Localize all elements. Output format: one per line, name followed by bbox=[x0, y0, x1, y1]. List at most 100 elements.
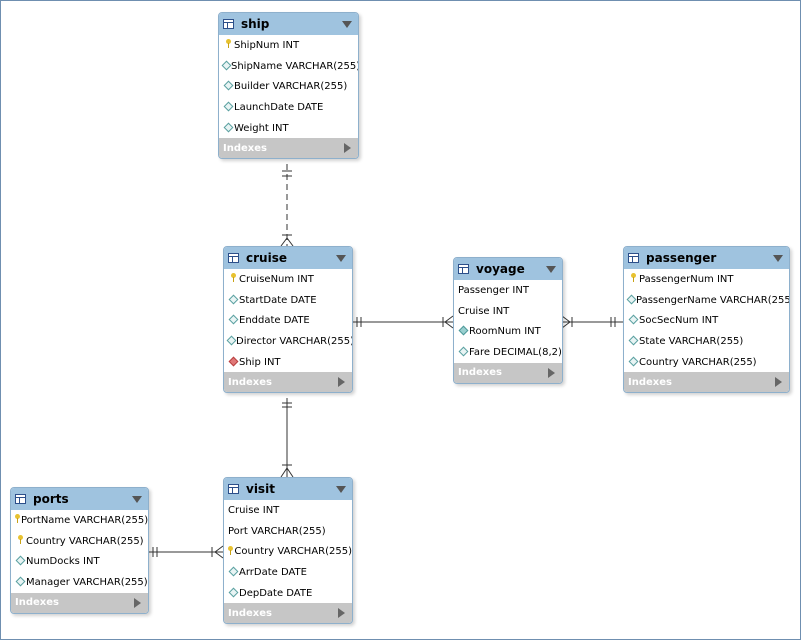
column-row[interactable]: Country VARCHAR(255) bbox=[11, 531, 148, 552]
column-row[interactable]: Port VARCHAR(255) bbox=[224, 521, 352, 542]
table-name: visit bbox=[246, 482, 275, 496]
column-row[interactable]: PassengerName VARCHAR(255) bbox=[624, 290, 789, 311]
column-label: ShipNum INT bbox=[234, 39, 300, 51]
column-label: Cruise INT bbox=[458, 305, 510, 317]
expand-indexes-icon[interactable] bbox=[344, 143, 351, 154]
column-row[interactable]: ArrDate DATE bbox=[224, 562, 352, 583]
column-diamond-icon bbox=[228, 314, 238, 326]
column-row[interactable]: Director VARCHAR(255) bbox=[224, 331, 352, 352]
indexes-label: Indexes bbox=[458, 367, 502, 379]
diamond-glyph bbox=[223, 80, 233, 91]
table-ports[interactable]: ports PortName VARCHAR(255) Country VARCH… bbox=[10, 487, 149, 614]
rel-cruise-visit-crowfoot bbox=[280, 467, 288, 478]
expand-indexes-icon[interactable] bbox=[548, 367, 555, 378]
collapse-arrow-icon[interactable] bbox=[336, 486, 346, 493]
diamond-glyph bbox=[228, 294, 238, 304]
column-label: Passenger INT bbox=[458, 284, 529, 296]
column-row[interactable]: Fare DECIMAL(8,2) bbox=[454, 342, 562, 363]
expand-indexes-icon[interactable] bbox=[775, 377, 782, 388]
table-ship[interactable]: ship ShipNum INT ShipName VARCHAR(255) Bui… bbox=[218, 12, 359, 160]
collapse-arrow-icon[interactable] bbox=[546, 266, 556, 273]
table-header[interactable]: cruise bbox=[224, 247, 352, 269]
table-header[interactable]: passenger bbox=[624, 247, 789, 269]
indexes-label: Indexes bbox=[223, 142, 267, 154]
column-diamond-icon bbox=[626, 294, 637, 306]
indexes-bar[interactable]: Indexes bbox=[219, 138, 358, 159]
expand-indexes-icon[interactable] bbox=[338, 377, 345, 388]
rel-cruise-voyage-crowfoot bbox=[444, 321, 454, 329]
column-row[interactable]: Country VARCHAR(255) bbox=[224, 541, 352, 562]
diamond-glyph bbox=[223, 122, 233, 133]
column-label: ArrDate DATE bbox=[239, 566, 307, 578]
column-diamond-icon bbox=[228, 294, 238, 306]
indexes-bar[interactable]: Indexes bbox=[224, 603, 352, 624]
rel-ship-cruise-crowfoot bbox=[286, 237, 294, 247]
indexes-bar[interactable]: Indexes bbox=[11, 592, 148, 613]
diamond-glyph bbox=[226, 335, 237, 346]
column-label: PortName VARCHAR(255) bbox=[21, 514, 149, 526]
indexes-label: Indexes bbox=[15, 597, 59, 609]
indexes-label: Indexes bbox=[228, 376, 272, 388]
table-icon bbox=[223, 19, 234, 29]
indexes-bar[interactable]: Indexes bbox=[624, 372, 789, 393]
table-header[interactable]: voyage bbox=[454, 258, 562, 280]
collapse-arrow-icon[interactable] bbox=[773, 255, 783, 262]
collapse-arrow-icon[interactable] bbox=[342, 21, 352, 28]
column-row[interactable]: Enddate DATE bbox=[224, 310, 352, 331]
table-header[interactable]: ports bbox=[11, 488, 148, 510]
column-diamond-icon bbox=[458, 346, 468, 358]
column-label: Fare DECIMAL(8,2) bbox=[469, 346, 562, 358]
column-label: State VARCHAR(255) bbox=[639, 335, 744, 347]
column-row[interactable]: ShipName VARCHAR(255) bbox=[219, 56, 358, 77]
column-label: CruiseNum INT bbox=[239, 273, 314, 285]
column-row[interactable]: StartDate DATE bbox=[224, 290, 352, 311]
column-label: DepDate DATE bbox=[239, 587, 313, 599]
diamond-glyph bbox=[15, 576, 25, 587]
column-row[interactable]: PortName VARCHAR(255) bbox=[11, 510, 148, 531]
column-row[interactable]: CruiseNum INT bbox=[224, 269, 352, 290]
column-diamond-icon bbox=[228, 587, 238, 599]
table-voyage[interactable]: voyage Passenger INT Cruise INT RoomNum IN… bbox=[453, 257, 563, 384]
column-row[interactable]: Cruise INT bbox=[454, 301, 562, 322]
collapse-arrow-icon[interactable] bbox=[132, 496, 142, 503]
diamond-glyph bbox=[228, 314, 238, 325]
column-row[interactable]: Manager VARCHAR(255) bbox=[11, 572, 148, 593]
key-glyph bbox=[225, 39, 231, 49]
primary-key-icon bbox=[628, 273, 638, 285]
column-label: Ship INT bbox=[239, 356, 281, 368]
column-diamond-icon bbox=[15, 555, 25, 567]
column-row[interactable]: ShipNum INT bbox=[219, 35, 358, 56]
column-label: PassengerName VARCHAR(255) bbox=[636, 294, 790, 306]
collapse-arrow-icon[interactable] bbox=[336, 255, 346, 262]
table-header[interactable]: visit bbox=[224, 478, 352, 500]
column-row[interactable]: PassengerNum INT bbox=[624, 269, 789, 290]
column-row[interactable]: Cruise INT bbox=[224, 500, 352, 521]
column-row[interactable]: DepDate DATE bbox=[224, 583, 352, 604]
diamond-glyph bbox=[228, 356, 238, 367]
table-header[interactable]: ship bbox=[219, 13, 358, 35]
column-label: SocSecNum INT bbox=[639, 315, 719, 327]
column-row[interactable]: Ship INT bbox=[224, 352, 352, 373]
column-row[interactable]: Passenger INT bbox=[454, 280, 562, 301]
expand-indexes-icon[interactable] bbox=[134, 597, 141, 608]
column-row[interactable]: NumDocks INT bbox=[11, 551, 148, 572]
column-row[interactable]: Weight INT bbox=[219, 118, 358, 139]
column-row[interactable]: SocSecNum INT bbox=[624, 310, 789, 331]
column-row[interactable]: State VARCHAR(255) bbox=[624, 331, 789, 352]
expand-indexes-icon[interactable] bbox=[338, 608, 345, 619]
primary-key-icon bbox=[223, 39, 233, 51]
filled-diamond-icon bbox=[458, 325, 468, 337]
column-row[interactable]: LaunchDate DATE bbox=[219, 97, 358, 118]
table-name: ports bbox=[33, 492, 69, 506]
column-diamond-icon bbox=[628, 356, 638, 368]
column-row[interactable]: RoomNum INT bbox=[454, 321, 562, 342]
column-label: Builder VARCHAR(255) bbox=[234, 81, 348, 93]
column-row[interactable]: Country VARCHAR(255) bbox=[624, 352, 789, 373]
indexes-bar[interactable]: Indexes bbox=[454, 362, 562, 383]
column-row[interactable]: Builder VARCHAR(255) bbox=[219, 76, 358, 97]
table-passenger[interactable]: passenger PassengerNum INT PassengerName … bbox=[623, 246, 790, 394]
primary-key-icon bbox=[15, 514, 20, 526]
indexes-bar[interactable]: Indexes bbox=[224, 372, 352, 393]
